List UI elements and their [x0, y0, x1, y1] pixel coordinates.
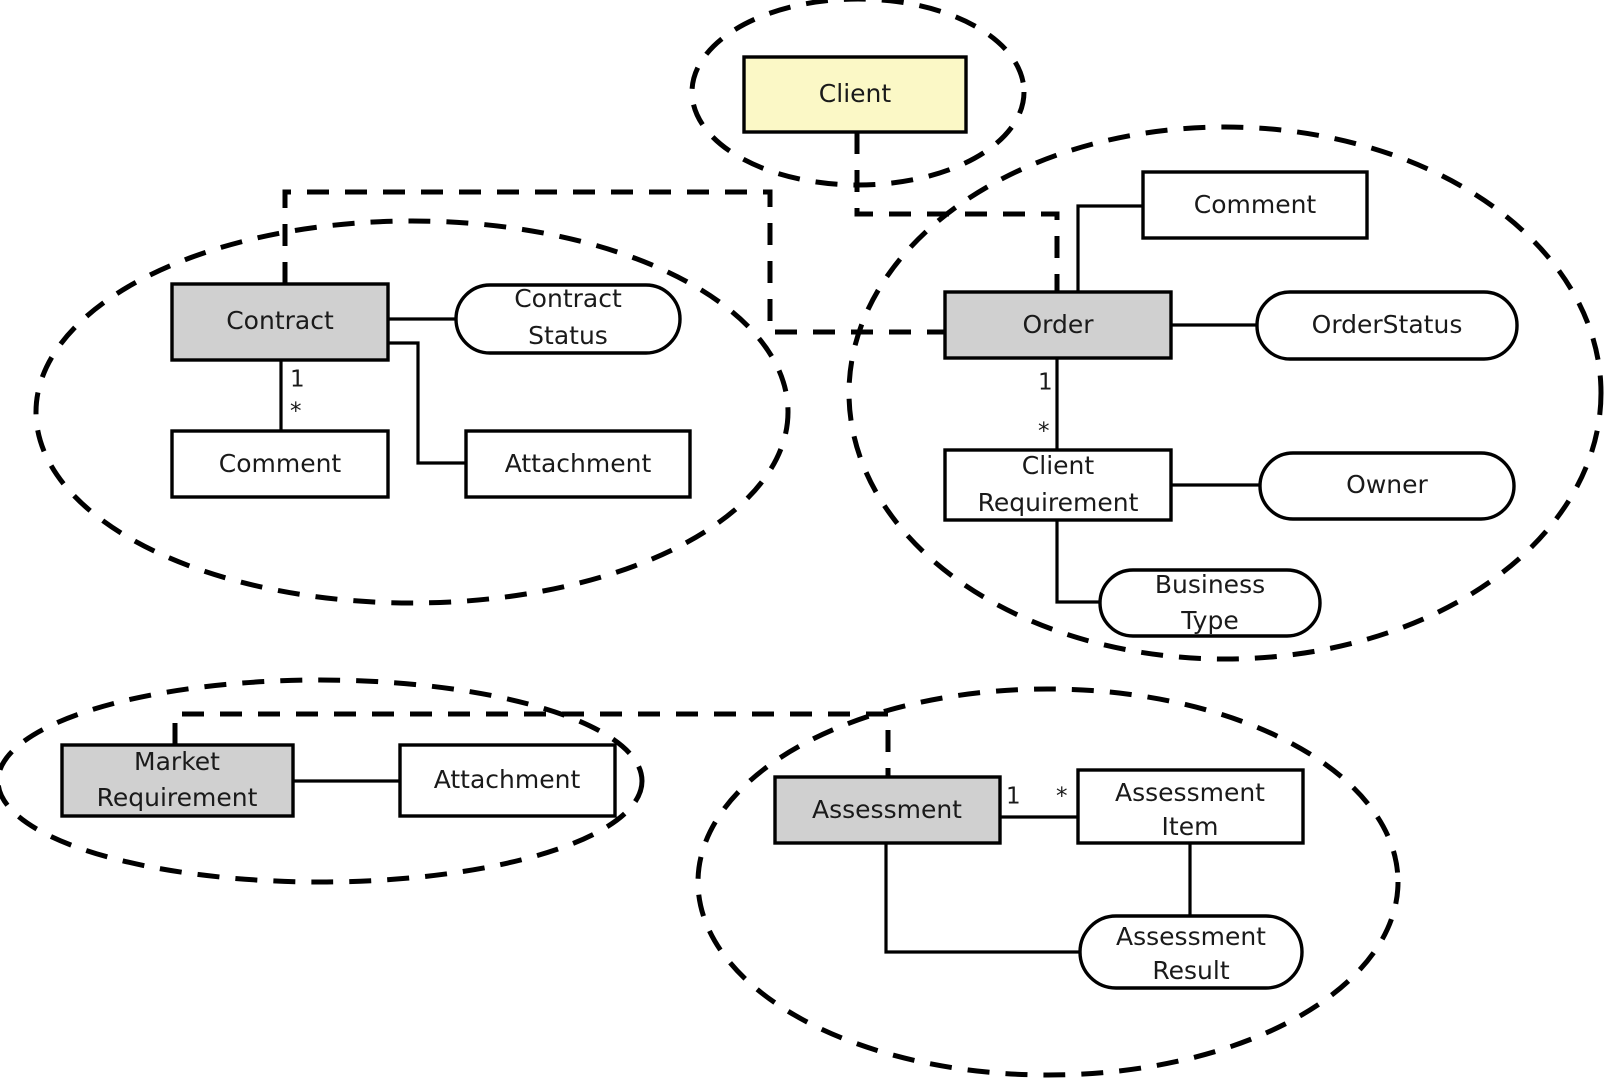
node-contract-attachment-label: Attachment [505, 449, 652, 478]
node-contract-status-label-line2: Status [528, 321, 608, 350]
node-client-requirement-label-line2: Requirement [978, 488, 1139, 517]
cluster-boundary-contract [33, 218, 791, 606]
dashed-link-market-requirement-assessment [172, 711, 891, 790]
node-assessment-label: Assessment [812, 795, 962, 824]
node-market-attachment-label: Attachment [434, 765, 581, 794]
node-market-attachment[interactable] [398, 743, 617, 818]
node-order-status-label: OrderStatus [1312, 310, 1463, 339]
cluster-boundary-order [846, 124, 1604, 662]
node-assessment[interactable] [773, 775, 1002, 845]
link-assessment-assessment-result [884, 843, 1080, 954]
multiplicity-order-client-requirement-many: * [1038, 419, 1050, 445]
node-business-type-label-line1: Business [1155, 570, 1265, 599]
dashed-link-client-order [854, 132, 1060, 292]
node-order-comment[interactable] [1141, 170, 1369, 240]
node-contract-status[interactable] [454, 283, 682, 355]
multiplicity-assessment-item-one: 1 [1006, 784, 1021, 810]
node-assessment-item[interactable] [1076, 768, 1305, 845]
node-contract-comment[interactable] [170, 429, 390, 499]
node-order-comment-label: Comment [1194, 190, 1317, 219]
node-business-type[interactable] [1098, 568, 1322, 638]
cluster-boundary-market-requirement [0, 677, 645, 885]
link-client-requirement-business-type [1055, 520, 1100, 604]
multiplicity-assessment-item-many: * [1056, 784, 1068, 810]
node-order-label: Order [1022, 310, 1094, 339]
node-assessment-result-label-line1: Assessment [1116, 922, 1266, 951]
multiplicity-contract-comment-one: 1 [290, 367, 305, 393]
node-business-type-label-line2: Type [1180, 606, 1238, 635]
node-order[interactable] [943, 290, 1173, 360]
link-order-comment [1076, 204, 1143, 292]
multiplicity-contract-comment-many: * [290, 399, 302, 425]
node-assessment-item-label-line2: Item [1162, 812, 1219, 841]
cluster-boundary-assessment [695, 686, 1401, 1078]
node-contract-status-label-line1: Contract [514, 284, 622, 313]
node-assessment-result[interactable] [1078, 914, 1304, 990]
node-client[interactable] [742, 55, 968, 134]
node-client-requirement[interactable] [943, 448, 1173, 522]
node-market-requirement-label-line2: Requirement [97, 783, 258, 812]
node-market-requirement[interactable] [60, 743, 295, 818]
node-client-requirement-label-line1: Client [1022, 451, 1095, 480]
dashed-link-contract-order [282, 189, 945, 335]
node-assessment-result-label-line2: Result [1152, 956, 1229, 985]
node-owner[interactable] [1258, 451, 1516, 521]
node-market-requirement-label-line1: Market [134, 747, 220, 776]
node-client-label: Client [819, 79, 892, 108]
node-contract-comment-label: Comment [219, 449, 342, 478]
node-assessment-item-label-line1: Assessment [1115, 778, 1265, 807]
node-contract-label: Contract [226, 306, 334, 335]
node-contract[interactable] [170, 282, 390, 362]
node-contract-attachment[interactable] [464, 429, 692, 499]
node-order-status[interactable] [1255, 290, 1519, 361]
multiplicity-order-client-requirement-one: 1 [1038, 370, 1053, 396]
node-owner-label: Owner [1346, 470, 1428, 499]
link-contract-attachment [387, 341, 466, 465]
